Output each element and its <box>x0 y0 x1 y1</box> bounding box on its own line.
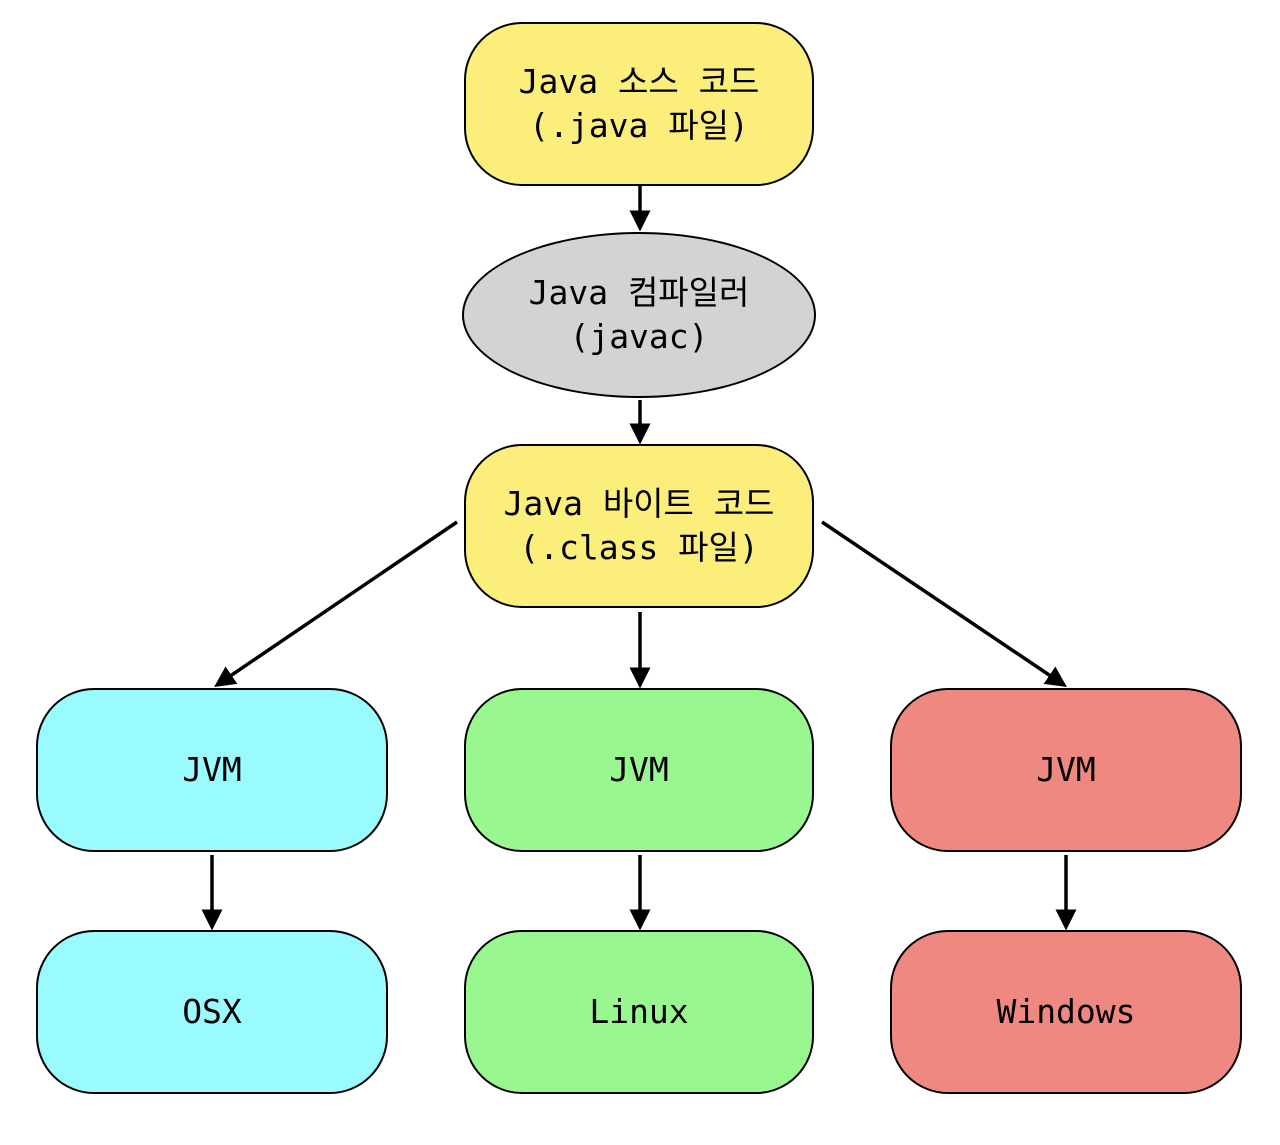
java-source-code-node: Java 소스 코드 (.java 파일) <box>464 22 814 186</box>
linux-node: Linux <box>464 930 814 1094</box>
arrow-bytecode-to-jvm-osx <box>214 520 458 687</box>
windows-node: Windows <box>890 930 1242 1094</box>
windows-label: Windows <box>996 992 1136 1031</box>
linux-label: Linux <box>589 992 689 1031</box>
jvm-osx-label: JVM <box>182 750 242 789</box>
java-source-code-line2: (.java 파일) <box>529 106 749 145</box>
osx-label: OSX <box>182 992 242 1031</box>
arrow-bytecode-to-jvm-windows <box>821 520 1067 687</box>
java-bytecode-node: Java 바이트 코드 (.class 파일) <box>464 444 814 608</box>
java-bytecode-line1: Java 바이트 코드 <box>503 484 775 523</box>
osx-node: OSX <box>36 930 388 1094</box>
java-compiler-line1: Java 컴파일러 <box>528 273 750 312</box>
jvm-linux-label: JVM <box>609 750 669 789</box>
java-source-code-line1: Java 소스 코드 <box>518 62 760 101</box>
jvm-windows-node: JVM <box>890 688 1242 852</box>
java-compiler-node: Java 컴파일러 (javac) <box>462 232 816 398</box>
jvm-osx-node: JVM <box>36 688 388 852</box>
jvm-windows-label: JVM <box>1036 750 1096 789</box>
java-bytecode-line2: (.class 파일) <box>519 528 759 567</box>
java-compiler-line2: (javac) <box>569 317 709 356</box>
jvm-linux-node: JVM <box>464 688 814 852</box>
